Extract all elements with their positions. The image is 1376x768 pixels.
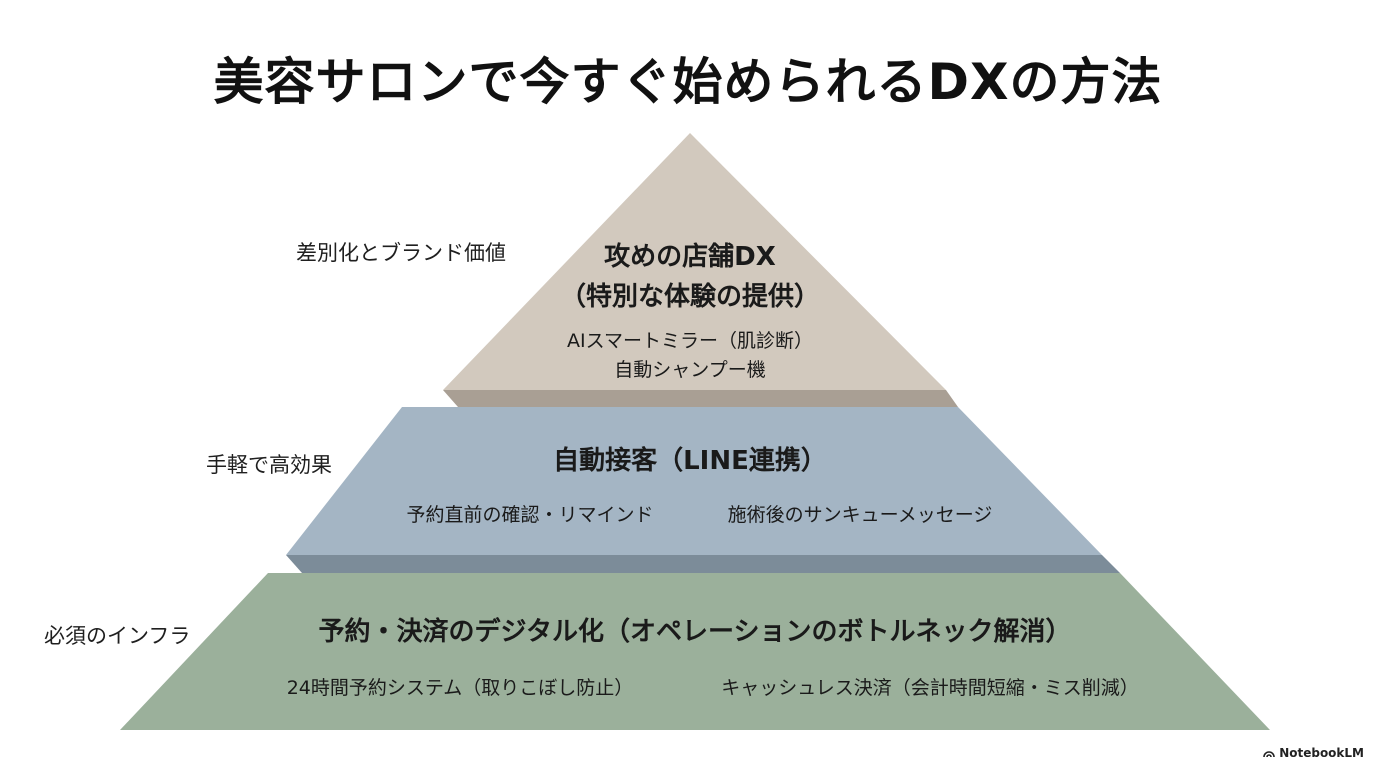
page-title: 美容サロンで今すぐ始められるDXの方法 bbox=[213, 53, 1163, 111]
middle-tier-item-reminder: 予約直前の確認・リマインド bbox=[406, 504, 654, 526]
bottom-tier-item-cashless: キャッシュレス決済（会計時間短縮・ミス削減） bbox=[721, 677, 1139, 699]
watermark-text: NotebookLM bbox=[1279, 746, 1364, 760]
bottom-tier-item-booking: 24時間予約システム（取りこぼし防止） bbox=[286, 677, 634, 699]
top-tier-item-ai-mirror: AIスマートミラー（肌診断） bbox=[566, 330, 814, 352]
notebooklm-watermark: NotebookLM bbox=[1263, 746, 1364, 760]
bottom-tier-heading: 予約・決済のデジタル化（オペレーションのボトルネック解消） bbox=[318, 617, 1072, 647]
top-tier-edge bbox=[443, 390, 958, 407]
bottom-tier-side-label: 必須のインフラ bbox=[44, 624, 191, 648]
top-tier-side-label: 差別化とブランド価値 bbox=[296, 241, 506, 265]
middle-tier-item-thanks: 施術後のサンキューメッセージ bbox=[727, 504, 993, 526]
middle-tier-heading: 自動接客（LINE連携） bbox=[553, 446, 827, 476]
middle-tier-shape bbox=[286, 407, 1102, 555]
top-tier-heading-line1: 攻めの店舗DX bbox=[604, 242, 776, 272]
middle-tier-side-label: 手軽で高効果 bbox=[206, 453, 332, 477]
top-tier-item-shampoo: 自動シャンプー機 bbox=[614, 359, 766, 381]
top-tier-shape bbox=[443, 133, 946, 390]
middle-tier-edge bbox=[286, 555, 1120, 573]
bottom-tier-shape bbox=[120, 573, 1270, 730]
notebooklm-logo-icon bbox=[1263, 751, 1275, 758]
top-tier-heading-line2: （特別な体験の提供） bbox=[559, 282, 820, 312]
